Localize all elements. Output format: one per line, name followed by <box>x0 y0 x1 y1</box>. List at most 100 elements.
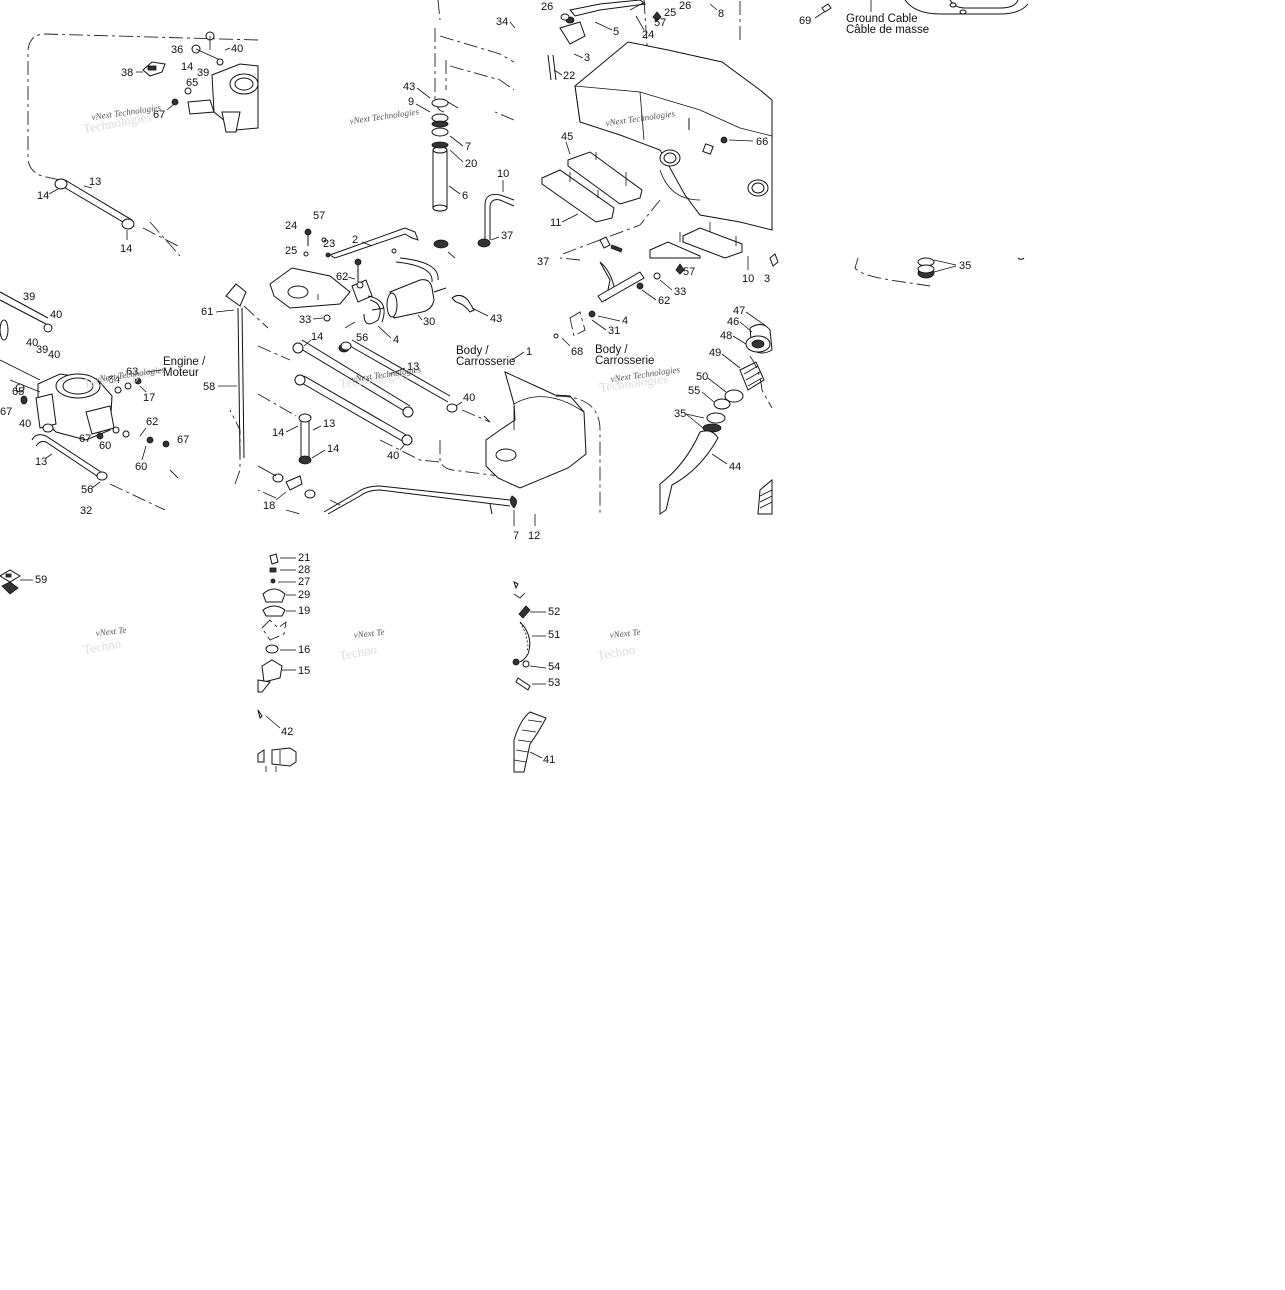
b-callout-20: 20 <box>465 158 477 170</box>
i-callout-42: 42 <box>281 726 293 738</box>
tile-b: 43 9 7 20 6 10 37 2 24 57 23 25 <box>285 28 515 283</box>
b-callout-62: 62 <box>336 271 348 283</box>
e-callout-63: 63 <box>126 366 138 378</box>
j-callout-41: 41 <box>543 754 555 766</box>
b-callout-43: 43 <box>403 81 415 93</box>
tile-h: 59 Techno vNext Te <box>0 569 127 657</box>
i-watermark-ghost: Techno <box>338 642 378 663</box>
callout-34: 34 <box>496 16 508 28</box>
tile-d: 35 <box>769 253 1025 287</box>
callout-24-top: 24 <box>642 29 654 41</box>
ground-cable-label-en: Ground Cable <box>846 13 918 25</box>
callout-26b: 26 <box>679 0 691 12</box>
tile-a: 36 40 38 14 39 65 67 13 14 14 Technologi… <box>27 31 259 257</box>
g-callout-49: 49 <box>709 347 721 359</box>
b-callout-7: 7 <box>465 141 471 153</box>
a-callout-67: 67 <box>153 109 165 121</box>
g-body-label-en: Body / <box>595 344 628 356</box>
c-callout-4: 4 <box>622 315 628 327</box>
j-watermark: vNext Te <box>609 627 641 640</box>
tile-j: 52 51 54 53 41 Techno vNext Te <box>512 581 641 773</box>
e-callout-40: 40 <box>50 309 62 321</box>
e-callout-32: 32 <box>80 505 92 517</box>
callout-5: 5 <box>613 26 619 38</box>
a-callout-14-c: 14 <box>120 243 132 255</box>
row2-top: 62 33 30 4 43 56 61 57 33 62 4 <box>201 256 770 358</box>
b-callout-6: 6 <box>462 190 468 202</box>
e-callout-60: 60 <box>99 440 111 452</box>
e-callout-56: 56 <box>81 484 93 496</box>
tile-c: 45 11 66 37 <box>537 0 773 268</box>
b-callout-10: 10 <box>497 168 509 180</box>
e-callout-40c: 40 <box>48 349 60 361</box>
g-callout-35: 35 <box>674 408 686 420</box>
f-callout-13: 13 <box>407 361 419 373</box>
f-callout-14: 14 <box>311 331 323 343</box>
e-callout-39b: 39 <box>36 344 48 356</box>
a-callout-40: 40 <box>231 43 243 55</box>
body-label-en: Body / <box>456 345 489 357</box>
e-callout-65: 65 <box>12 386 24 398</box>
callout-8: 8 <box>718 8 724 20</box>
c-callout-10-b: 10 <box>742 273 754 285</box>
f-callout-61: 61 <box>201 306 213 318</box>
engine-label-fr: Moteur <box>163 367 199 379</box>
c-callout-3: 3 <box>764 273 770 285</box>
tile-f: 58 14 13 40 14 13 14 40 <box>203 283 532 515</box>
e-callout-13: 13 <box>35 456 47 468</box>
b-callout-24: 24 <box>285 220 297 232</box>
i-callout-28: 28 <box>298 564 310 576</box>
a-callout-14-b: 14 <box>37 190 49 202</box>
callout-25-top: 25 <box>664 7 676 19</box>
i-callout-21: 21 <box>298 552 310 564</box>
c-callout-66: 66 <box>756 136 768 148</box>
a-callout-38: 38 <box>121 67 133 79</box>
f-callout-1: 1 <box>526 346 532 358</box>
f-callout-12: 12 <box>528 530 540 542</box>
e-callout-60b: 60 <box>135 461 147 473</box>
b-callout-56: 56 <box>356 332 368 344</box>
g-body-label-fr: Carrosserie <box>595 355 654 367</box>
c-callout-37: 37 <box>537 256 549 268</box>
b-callout-33: 33 <box>299 314 311 326</box>
callout-26: 26 <box>541 1 553 13</box>
b-callout-4: 4 <box>393 334 399 346</box>
tile-e: 39 40 40 39 40 63 64 17 Engine / Moteur … <box>0 291 241 517</box>
a-callout-36: 36 <box>171 44 183 56</box>
d-callout-35: 35 <box>959 260 971 272</box>
e-callout-40d: 40 <box>19 418 31 430</box>
i-callout-29: 29 <box>298 589 310 601</box>
e-callout-39: 39 <box>23 291 35 303</box>
g-callout-48: 48 <box>720 330 732 342</box>
i-callout-16: 16 <box>298 644 310 656</box>
body-label-fr: Carrosserie <box>456 356 515 368</box>
f-callout-14b: 14 <box>272 427 284 439</box>
a-callout-14: 14 <box>181 61 193 73</box>
g-callout-55: 55 <box>688 385 700 397</box>
ground-cable-label-fr: Câble de masse <box>846 24 929 36</box>
g-callout-50: 50 <box>696 371 708 383</box>
callout-69: 69 <box>799 15 811 27</box>
e-callout-62: 62 <box>146 416 158 428</box>
j-watermark-ghost: Techno <box>596 642 636 663</box>
b-callout-25: 25 <box>285 245 297 257</box>
c-callout-45: 45 <box>561 131 573 143</box>
b-callout-23: 23 <box>323 238 335 250</box>
engine-label-en: Engine / <box>163 356 206 368</box>
callout-57-top: 57 <box>654 17 666 29</box>
f-callout-14c: 14 <box>327 443 339 455</box>
h-callout-59: 59 <box>35 574 47 586</box>
e-callout-17: 17 <box>143 392 155 404</box>
j-callout-54: 54 <box>548 661 560 673</box>
i-watermark: vNext Te <box>353 627 385 640</box>
b-callout-9: 9 <box>408 96 414 108</box>
f-callout-40: 40 <box>463 392 475 404</box>
c-callout-57: 57 <box>683 266 695 278</box>
e-callout-67c: 67 <box>177 434 189 446</box>
b-watermark: vNext Technologies <box>349 106 420 126</box>
f-callout-40b: 40 <box>387 450 399 462</box>
a-callout-39: 39 <box>197 67 209 79</box>
j-callout-53: 53 <box>548 677 560 689</box>
